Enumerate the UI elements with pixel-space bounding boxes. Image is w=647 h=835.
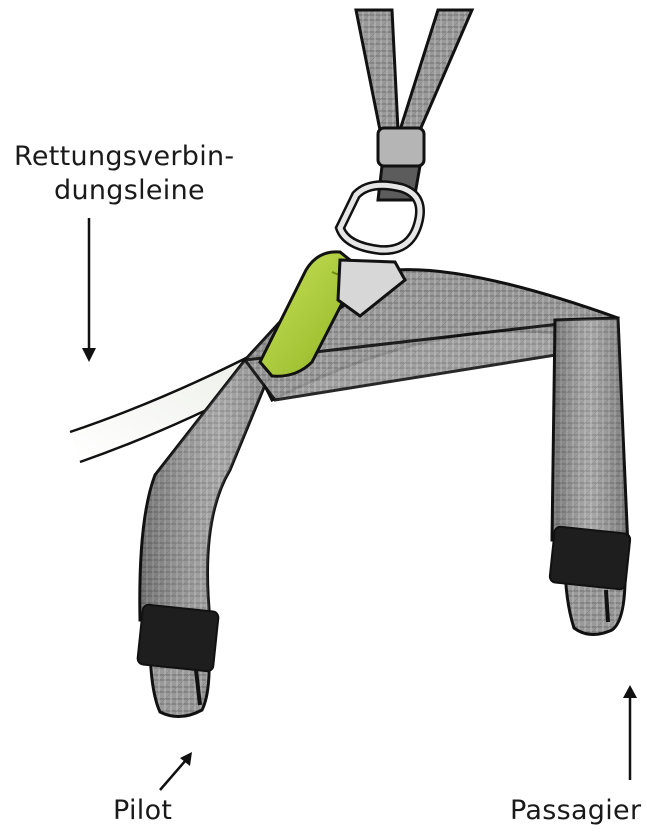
rescue-line-arrow xyxy=(82,218,96,362)
passenger-end xyxy=(549,526,630,634)
pilot-end xyxy=(137,604,219,716)
passenger-label: Passagier xyxy=(510,794,641,828)
rescue-line-label-2: dungsleine xyxy=(14,174,234,208)
pilot-end-cap xyxy=(137,604,219,672)
rescue-line-label: Rettungsverbin- dungsleine xyxy=(14,140,234,208)
top-suspension-webbing xyxy=(356,10,472,130)
passenger-end-cap xyxy=(549,526,630,590)
pilot-arrow xyxy=(160,752,192,790)
pilot-label: Pilot xyxy=(113,794,172,828)
connector-barrel xyxy=(378,128,424,166)
rescue-line-label-1: Rettungsverbin- xyxy=(14,140,234,174)
passenger-arrow xyxy=(623,685,637,780)
